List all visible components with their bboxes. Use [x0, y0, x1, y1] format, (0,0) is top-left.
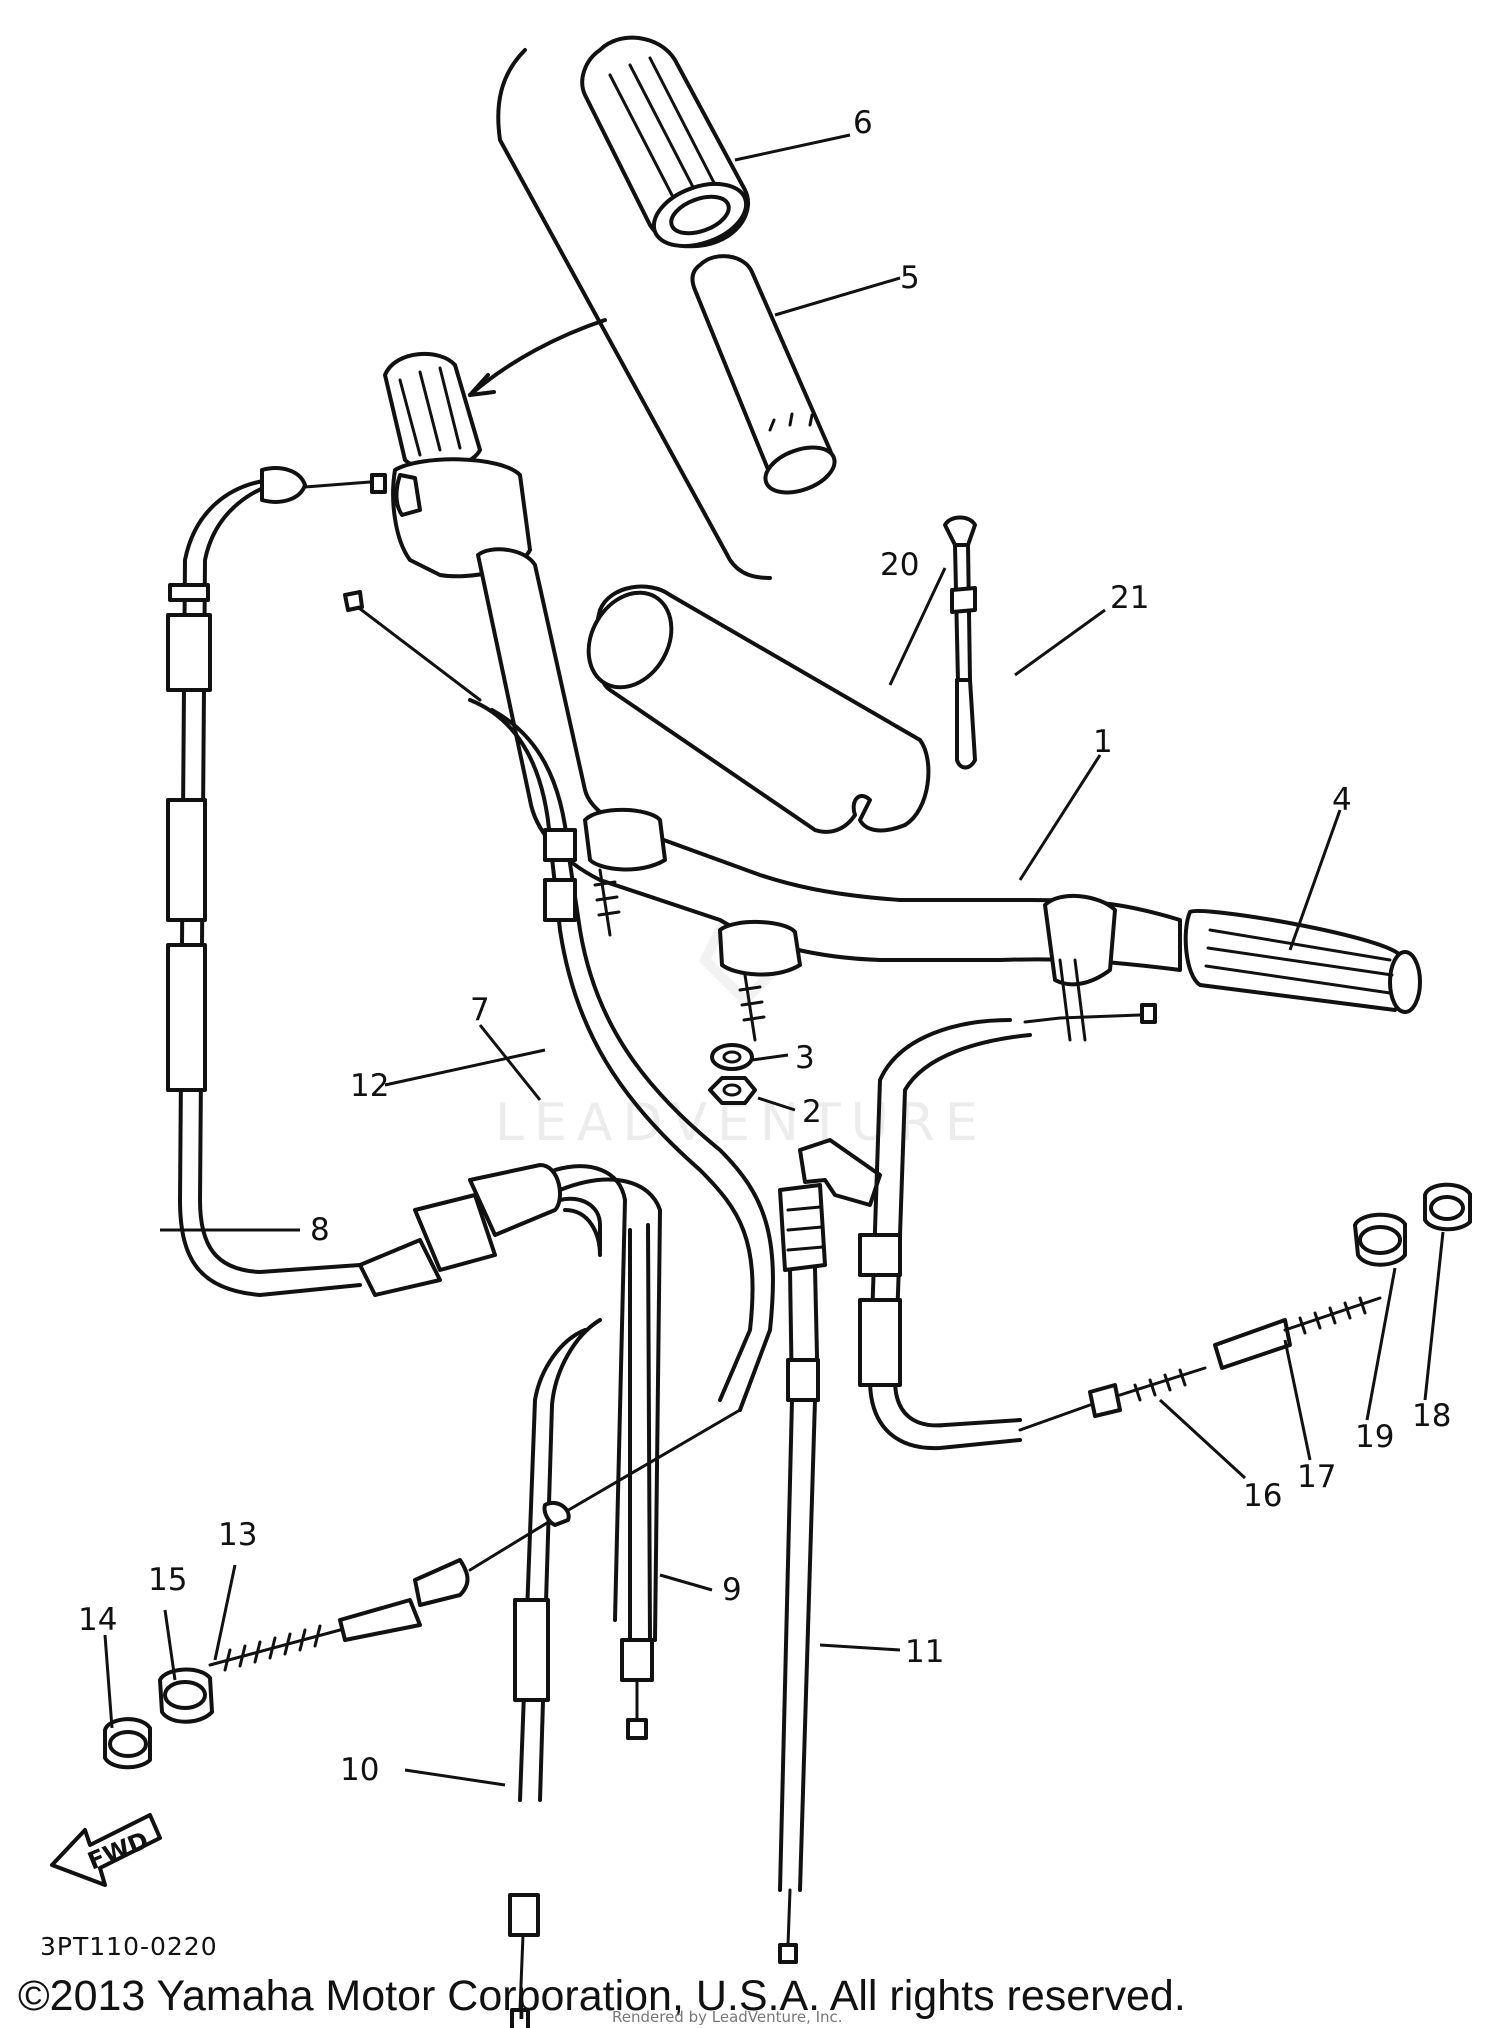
right-clutch-cable	[858, 1003, 1157, 1451]
callout-18: 18	[1412, 1398, 1451, 1434]
part-14-nut	[103, 1717, 152, 1770]
part-12-cable	[343, 590, 775, 1412]
callout-21: 21	[1110, 580, 1149, 616]
callout-15: 15	[148, 1562, 187, 1598]
copyright-notice: ©2013 Yamaha Motor Corporation, U.S.A. A…	[18, 1972, 1186, 2020]
callout-12: 12	[350, 1068, 389, 1104]
part-5-collar	[690, 254, 837, 495]
part-3-washer	[710, 1043, 754, 1071]
callout-19: 19	[1355, 1419, 1394, 1455]
callout-14: 14	[78, 1602, 117, 1638]
diagram-code: 3PT110-0220	[40, 1932, 218, 1961]
rendered-by-note: Rendered by LeadVenture, Inc.	[612, 2008, 843, 2026]
part-7-cable-junction	[358, 1163, 662, 1642]
callout-10: 10	[340, 1752, 379, 1788]
lever-bracket-right	[1043, 893, 1117, 1042]
part-20-bar-pad	[586, 584, 931, 834]
part-9-cable	[620, 1223, 654, 1740]
part-4-right-grip	[1183, 909, 1422, 1014]
holder-clamps	[583, 807, 802, 1042]
callout-8: 8	[310, 1212, 330, 1248]
part-13-adjuster-cable	[208, 1408, 742, 1672]
callouts: 1 2 3 4 5 6 7 8 9 10 11 12 13 14 15 16 1…	[78, 105, 1451, 1788]
callout-16: 16	[1243, 1478, 1282, 1514]
callout-7: 7	[470, 992, 490, 1028]
callout-13: 13	[218, 1517, 257, 1553]
part-2-nut	[708, 1076, 757, 1105]
left-grip	[383, 351, 482, 471]
part-16-adjuster	[1018, 1366, 1207, 1432]
part-21-strap	[943, 515, 977, 770]
callout-5: 5	[900, 260, 920, 296]
part-6-grip	[580, 35, 751, 249]
part-8-cable	[166, 466, 387, 1297]
leader-lines	[103, 133, 1445, 1787]
fwd-direction-arrow-icon: FWD	[50, 1813, 162, 1887]
part-15-nut	[158, 1667, 214, 1724]
callout-9: 9	[722, 1572, 742, 1608]
callout-20: 20	[880, 547, 919, 583]
callout-4: 4	[1332, 782, 1352, 818]
callout-1: 1	[1093, 724, 1113, 760]
part-10-cable	[508, 1318, 602, 2028]
callout-17: 17	[1297, 1459, 1336, 1495]
inset-boundary	[468, 48, 772, 580]
callout-2: 2	[802, 1094, 822, 1130]
part-17-adjuster-bolt	[1213, 1296, 1382, 1370]
callout-11: 11	[905, 1634, 944, 1670]
callout-6: 6	[853, 105, 873, 141]
callout-3: 3	[795, 1040, 815, 1076]
part-18-nut	[1423, 1182, 1472, 1232]
part-19-nut	[1353, 1212, 1407, 1267]
part-11-choke-cable	[778, 1138, 882, 1964]
